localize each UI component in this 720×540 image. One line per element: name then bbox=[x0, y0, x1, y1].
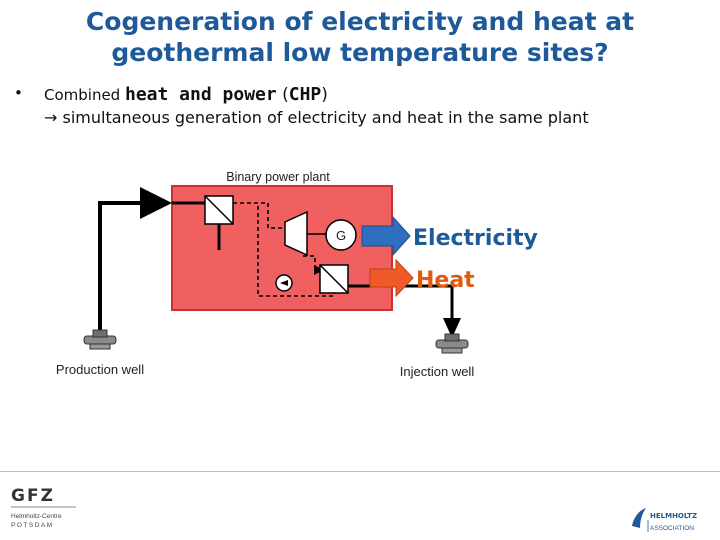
helmholtz-logo-text: HELMHOLTZ bbox=[650, 512, 697, 520]
bullet-part-5: ) bbox=[321, 85, 328, 105]
gfz-logo: GFZ Helmholtz-Centre POTSDAM bbox=[11, 486, 76, 529]
title-line-1: Cogeneration of electricity and heat at bbox=[85, 7, 635, 36]
gfz-logo-sub1: Helmholtz-Centre bbox=[11, 513, 62, 520]
gfz-logo-text: GFZ bbox=[11, 486, 55, 506]
production-pipe bbox=[98, 187, 172, 330]
cogeneration-diagram: Binary power plant G Electricity Heat bbox=[56, 170, 538, 379]
bullet-part-4: CHP bbox=[288, 84, 322, 105]
helmholtz-logo: HELMHOLTZ ASSOCIATION bbox=[632, 508, 697, 532]
production-wellhead bbox=[83, 329, 117, 350]
generator: G bbox=[325, 219, 357, 251]
bullet-part-3: ( bbox=[276, 85, 289, 105]
heat-exchanger-2 bbox=[319, 264, 349, 294]
working-fluid-loop bbox=[233, 202, 285, 229]
slide-title: Cogeneration of electricity and heat at … bbox=[0, 6, 720, 68]
helmholtz-mark-icon bbox=[632, 508, 646, 528]
title-line-2: geothermal low temperature sites? bbox=[111, 38, 609, 67]
heat-arrow bbox=[369, 258, 414, 298]
plant-label: Binary power plant bbox=[226, 170, 330, 184]
footer-divider bbox=[0, 471, 720, 472]
injection-well-label: Injection well bbox=[400, 364, 475, 379]
bullet-marker: • bbox=[14, 84, 23, 102]
pump bbox=[275, 274, 293, 292]
heat-exchanger-1 bbox=[204, 195, 234, 225]
injection-wellhead bbox=[435, 333, 469, 354]
electricity-label: Electricity bbox=[413, 226, 538, 251]
electricity-arrow bbox=[361, 215, 411, 257]
bullet-subline: → simultaneous generation of electricity… bbox=[44, 108, 589, 127]
helmholtz-logo-sub: ASSOCIATION bbox=[650, 525, 694, 532]
bullet-part-2: heat and power bbox=[124, 84, 277, 105]
injection-arrowhead bbox=[443, 318, 461, 338]
turbine bbox=[284, 210, 308, 257]
bullet-part-1: Combined bbox=[44, 86, 125, 104]
working-fluid-return bbox=[303, 255, 324, 275]
heat-label: Heat bbox=[416, 268, 475, 293]
gfz-logo-sub2: POTSDAM bbox=[11, 522, 54, 529]
generator-label: G bbox=[336, 228, 346, 243]
bullet-text: Combined heat and power (CHP) bbox=[44, 84, 328, 105]
production-well-label: Production well bbox=[56, 362, 144, 377]
